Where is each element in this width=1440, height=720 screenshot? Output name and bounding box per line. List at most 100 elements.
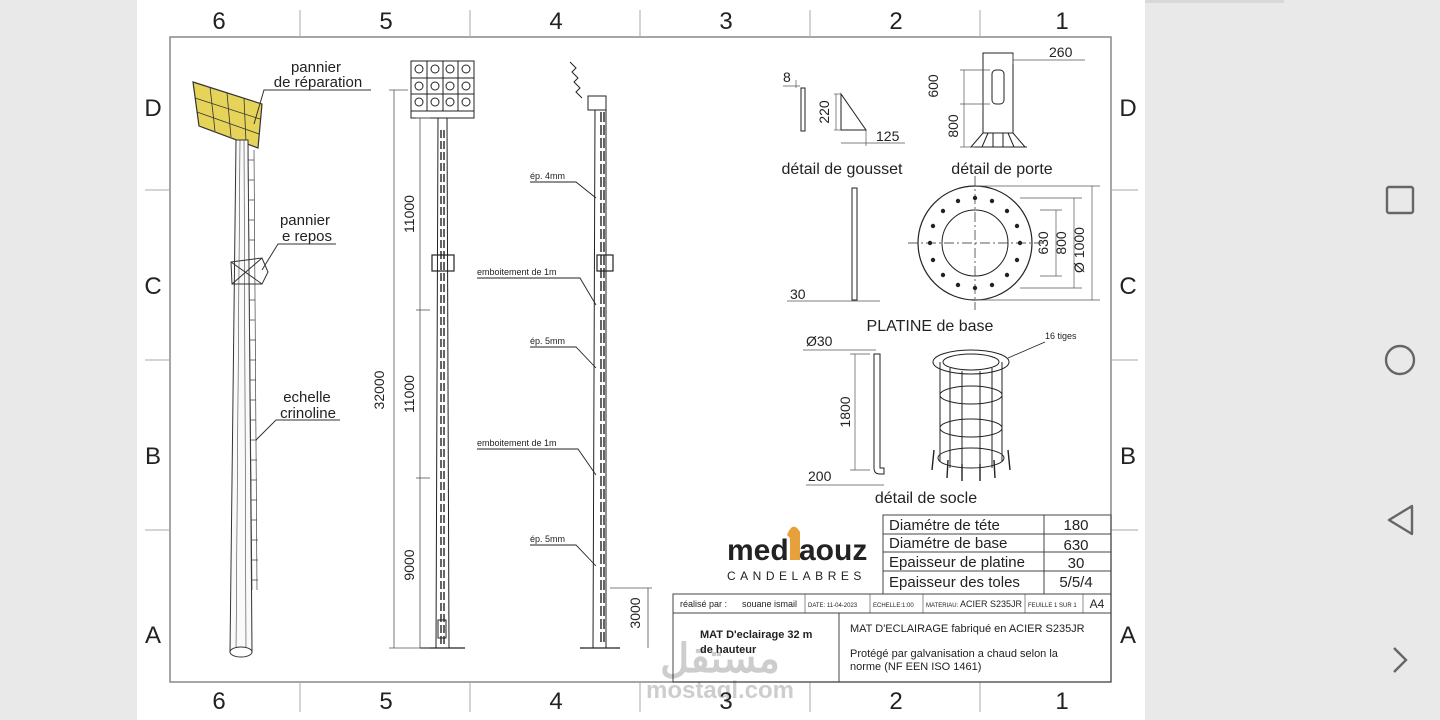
recents-button[interactable]: [1380, 180, 1420, 220]
label-echelle-2: crinoline: [280, 405, 336, 422]
zone-ticks: [145, 10, 1138, 712]
col-label-top-6: 6: [212, 8, 225, 35]
logo-mark-icon: [787, 526, 800, 560]
dim-total-height: 32000: [371, 370, 387, 409]
row-label-left-A: A: [145, 622, 161, 649]
col-label-bottom-2: 2: [889, 688, 902, 715]
tb-feuille: FEUILLE 1 SUR 1: [1028, 603, 1077, 609]
watermark: مستقل mostaql.com: [646, 637, 794, 704]
col-label-top-1: 1: [1055, 8, 1068, 35]
tb-desc1: MAT D'ECLAIRAGE fabriqué en ACIER S235JR: [850, 623, 1085, 635]
next-page-button[interactable]: [1380, 640, 1420, 680]
back-button[interactable]: [1380, 500, 1420, 540]
note-ep-4mm: ép. 4mm: [530, 171, 565, 181]
gousset-title: détail de gousset: [782, 161, 904, 178]
tb-desc2: Protégé par galvanisation a chaud selon …: [850, 648, 1059, 660]
platine-detail: [787, 176, 1100, 310]
mast-isometric-view: [192, 81, 269, 658]
home-button[interactable]: [1380, 340, 1420, 380]
dim-base-height: 3000: [627, 597, 643, 628]
platine-dim-800: 800: [1053, 231, 1069, 255]
watermark-latin: mostaql.com: [646, 677, 794, 704]
tb-realise-name: souane ismail: [742, 599, 797, 609]
title-block: [672, 593, 1112, 683]
dim-seg1: 11000: [401, 195, 417, 233]
spec-value-2: 30: [1068, 555, 1085, 572]
platine-dim-30: 30: [790, 286, 806, 302]
label-pannier-repos-1: pannier: [280, 212, 330, 229]
platine-dim-630: 630: [1035, 231, 1051, 255]
socle-dim-1800: 1800: [837, 396, 853, 427]
tb-materiau: ACIER S235JR: [960, 599, 1023, 609]
socle-tiges-note: 16 tiges: [1045, 331, 1077, 341]
tb-realise-label: réalisé par :: [680, 599, 727, 609]
drawing-sheet: [137, 0, 1145, 720]
spec-label-3: Epaisseur des toles: [889, 574, 1020, 591]
logo-name-part2: aouz: [799, 534, 867, 567]
row-label-right-C: C: [1119, 273, 1136, 300]
spec-label-1: Diamétre de base: [889, 535, 1007, 552]
label-pannier-repos-2: e repos: [282, 228, 332, 245]
socle-dim-200: 200: [808, 468, 832, 484]
socle-detail: [803, 341, 1046, 486]
socle-title: détail de socle: [875, 490, 977, 507]
spec-value-0: 180: [1063, 517, 1088, 534]
row-label-right-A: A: [1120, 622, 1136, 649]
col-label-bottom-3: 3: [719, 688, 732, 715]
porte-dim-600: 600: [925, 74, 941, 98]
tb-date: DATE: 11-04-2023: [808, 603, 858, 609]
tb-echelle: ECHELLE:1:00: [873, 603, 914, 609]
note-emboitement-2: emboitement de 1m: [477, 438, 557, 448]
col-label-top-2: 2: [889, 8, 902, 35]
gousset-dim-220: 220: [816, 100, 832, 124]
row-label-left-D: D: [144, 95, 161, 122]
tb-format: A4: [1090, 597, 1105, 611]
tb-desc3: norme (NF EEN ISO 1461): [850, 661, 981, 673]
spec-value-3: 5/5/4: [1059, 574, 1092, 591]
circle-home-icon: [1384, 344, 1416, 376]
logo-name-part1: medi: [727, 534, 797, 567]
row-label-left-C: C: [144, 273, 161, 300]
spec-label-2: Epaisseur de platine: [889, 554, 1025, 571]
col-label-bottom-5: 5: [379, 688, 392, 715]
row-label-right-D: D: [1119, 95, 1136, 122]
company-logo: medi aouz CANDELABRES: [727, 526, 867, 583]
spec-value-1: 630: [1063, 537, 1088, 554]
row-label-right-B: B: [1120, 443, 1136, 470]
spec-label-0: Diamétre de téte: [889, 517, 1000, 534]
rest-basket: [230, 257, 269, 285]
note-ep-5mm-1: ép. 5mm: [530, 336, 565, 346]
chevron-right-icon: [1393, 647, 1408, 673]
porte-dim-260: 260: [1049, 44, 1073, 60]
gousset-dim-8: 8: [783, 69, 791, 85]
porte-detail: [960, 52, 1085, 148]
tb-title-line1: MAT D'eclairage 32 m: [700, 629, 813, 641]
col-label-bottom-4: 4: [549, 688, 562, 715]
lamp-grid: [410, 60, 475, 112]
gousset-dim-125: 125: [876, 128, 900, 144]
platine-dim-1000: Ø 1000: [1071, 227, 1087, 273]
note-ep-5mm-2: ép. 5mm: [530, 534, 565, 544]
porte-title: détail de porte: [951, 161, 1053, 178]
watermark-arabic: مستقل: [660, 637, 780, 681]
tb-title-line2: de hauteur: [700, 644, 757, 656]
mast-side-view: [477, 61, 652, 649]
tb-materiau-label: MATERIAU:: [926, 603, 959, 609]
row-label-left-B: B: [145, 443, 161, 470]
platine-title: PLATINE de base: [867, 318, 994, 335]
logo-tagline: CANDELABRES: [727, 569, 866, 583]
label-pannier-reparation-2: de réparation: [274, 74, 362, 91]
col-label-top-3: 3: [719, 8, 732, 35]
floodlight-panel: [192, 81, 263, 149]
triangle-back-icon: [1387, 504, 1414, 536]
dim-seg3: 9000: [401, 549, 417, 580]
col-label-top-5: 5: [379, 8, 392, 35]
porte-dim-800: 800: [945, 114, 961, 138]
col-label-bottom-1: 1: [1055, 688, 1068, 715]
gousset-detail: [783, 80, 905, 146]
socle-cage: [931, 341, 1046, 481]
dim-seg2: 11000: [401, 375, 417, 413]
socle-dim-phi30: Ø30: [806, 333, 833, 349]
mast-front-view: [389, 60, 475, 649]
